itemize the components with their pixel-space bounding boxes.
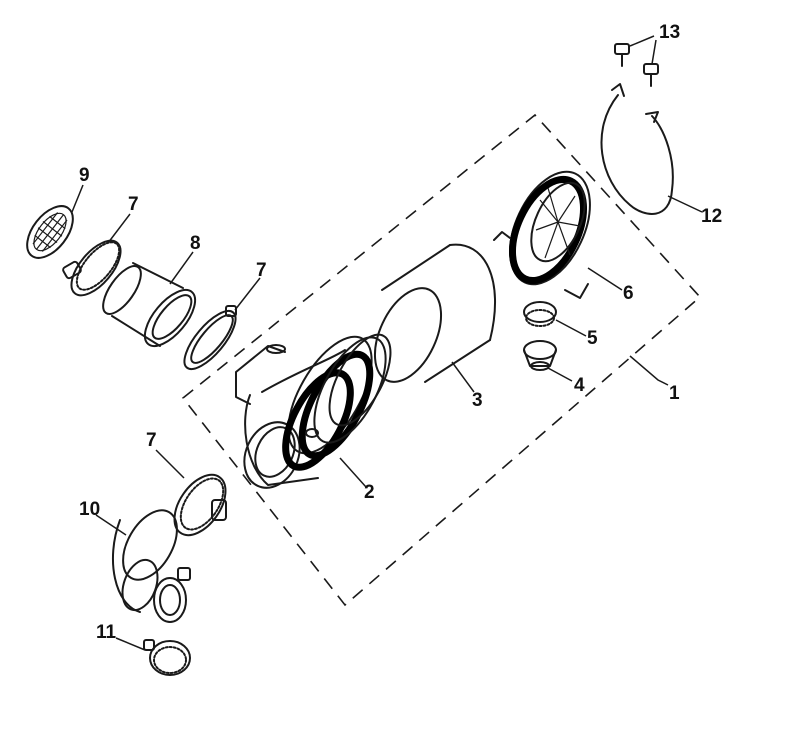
callout-4: 4 — [574, 375, 585, 396]
callout-5: 5 — [587, 328, 598, 349]
part-elbow — [112, 509, 191, 623]
callout-1: 1 — [669, 383, 680, 404]
part-hose-clamp-bottom — [143, 639, 191, 676]
callout-3: 3 — [472, 390, 483, 411]
part-filter-element — [373, 243, 496, 383]
part-vacuator-valve — [523, 340, 557, 371]
part-filter-housing — [235, 333, 392, 489]
callout-7-middle: 7 — [256, 260, 267, 281]
leader-lines — [71, 35, 703, 651]
part-hose-clamp-upper-left — [62, 239, 122, 297]
callout-11: 11 — [96, 622, 117, 643]
callout-8: 8 — [190, 233, 201, 254]
part-vacuator-clamp — [523, 301, 557, 327]
part-inlet-screen — [26, 205, 74, 259]
callout-12: 12 — [701, 206, 722, 227]
part-rubber-hose — [102, 262, 197, 348]
callout-10: 10 — [79, 499, 100, 520]
assembly-boundary — [181, 113, 702, 607]
callout-6: 6 — [623, 283, 634, 304]
callout-7-upper: 7 — [128, 194, 139, 215]
part-band-ring — [600, 83, 674, 215]
part-hose-clamp-lower — [173, 473, 227, 537]
callout-labels: 1 2 3 4 5 6 7 7 7 8 9 10 11 12 13 — [79, 22, 722, 643]
callout-7-lower: 7 — [146, 430, 157, 451]
part-hose-clamp-oval — [183, 305, 237, 371]
part-bolts — [614, 43, 659, 87]
part-cover — [493, 170, 591, 299]
callout-13: 13 — [659, 22, 680, 43]
callout-9: 9 — [79, 165, 90, 186]
callout-2: 2 — [364, 482, 375, 503]
